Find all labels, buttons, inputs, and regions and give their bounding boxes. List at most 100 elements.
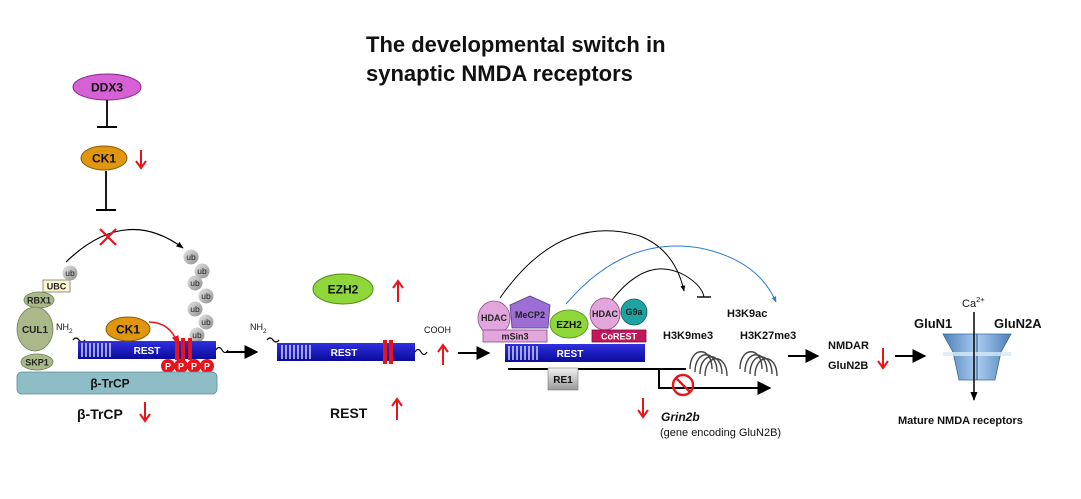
svg-text:ub: ub: [197, 266, 207, 276]
svg-text:ub: ub: [190, 278, 200, 288]
svg-text:ub: ub: [186, 252, 196, 262]
rest-stripes-2: [281, 345, 311, 359]
up-arrow-rest: [391, 397, 403, 420]
svg-text:EZH2: EZH2: [556, 320, 582, 331]
grin2b-label: Grin2b: [661, 410, 700, 424]
svg-text:ub: ub: [192, 330, 202, 340]
blocked-x-icon: [99, 228, 117, 246]
ddx3-label: DDX3: [91, 81, 123, 95]
phospho-p-circles: P P P P: [161, 359, 214, 373]
ubiquitin-chain: ub ub ub ub ub ub ub: [183, 249, 214, 343]
nh2-label-1: NH2: [56, 322, 73, 335]
title-line-2: synaptic NMDA receptors: [366, 61, 633, 86]
ck1-top-label: CK1: [92, 152, 116, 166]
rest-bar-2-label: REST: [331, 348, 358, 359]
h3k9ac-label: H3K9ac: [727, 308, 767, 320]
calcium-label: Ca2+: [962, 295, 985, 310]
transcription-arrow: [658, 369, 772, 395]
arc-mecp2-h3k9me3: [499, 230, 686, 299]
btrcp-bar-label: β-TrCP: [90, 377, 129, 391]
chromatin-coils: [689, 351, 778, 377]
glun2b-label: GluN2B: [828, 360, 868, 372]
btrcp-bar: [16, 371, 218, 395]
up-arrow-rest-bar: [437, 343, 449, 365]
red-degron-marks-1: [175, 338, 192, 360]
msin3-box: mSin3: [482, 329, 548, 343]
svg-text:HDAC: HDAC: [592, 309, 618, 319]
g9a-node: G9a: [620, 298, 648, 326]
svg-text:MeCP2: MeCP2: [515, 310, 545, 320]
arc-hdac-h3k9ac: [611, 268, 705, 301]
ub-on-ubc: ub: [62, 265, 78, 281]
ezh2-node-3: EZH2: [549, 309, 589, 339]
svg-text:ub: ub: [190, 304, 200, 314]
hdac-node-2: HDAC: [589, 297, 621, 331]
red-degron-marks-2: [383, 340, 393, 364]
rest-bar-2: [277, 343, 415, 361]
svg-text:P: P: [178, 362, 184, 372]
ezh2-label-2: EZH2: [328, 283, 359, 297]
svg-text:P: P: [204, 362, 210, 372]
rbx1-node: RBX1: [23, 291, 55, 309]
svg-text:SKP1: SKP1: [25, 358, 49, 368]
stage-4: NMDAR GluN2B Ca2+ GluN1 GluN2A Mature NM…: [828, 295, 1042, 427]
nh2-label-2: NH2: [250, 322, 267, 335]
down-arrow-grin2b: [637, 398, 649, 419]
arc-ezh2-h3k27me3-blue: [565, 245, 777, 305]
rest-stripes-3: [508, 346, 538, 360]
ubiquitin-transfer-arc: [65, 228, 184, 263]
svg-text:RBX1: RBX1: [27, 296, 51, 306]
ck1-bound-label: CK1: [116, 323, 140, 337]
svg-text:ub: ub: [201, 317, 211, 327]
rest-stripes-1: [81, 343, 111, 357]
svg-text:P: P: [191, 362, 197, 372]
h3k27me3-label: H3K27me3: [740, 330, 796, 342]
grin2b-description: (gene encoding GluN2B): [660, 427, 781, 439]
n-terminus-squiggle-2: [266, 337, 280, 343]
svg-text:ub: ub: [65, 268, 75, 278]
rest-label: REST: [330, 405, 368, 421]
stage-2: EZH2 NH2 REST COOH REST: [250, 273, 451, 421]
re1-box: RE1: [547, 367, 579, 391]
c-terminus-squiggle-2: [414, 348, 428, 356]
ck1-phosphorylation-arrow: [148, 321, 179, 345]
nmda-receptor-shape: [942, 333, 1012, 381]
cul1-node: CUL1: [16, 306, 54, 352]
svg-text:CoREST: CoREST: [601, 332, 638, 342]
svg-text:mSin3: mSin3: [501, 332, 528, 342]
down-arrow-nmdar: [877, 348, 889, 370]
btrcp-label: β-TrCP: [77, 406, 123, 422]
rest-bar-3-label: REST: [557, 349, 584, 360]
corest-box: CoREST: [591, 329, 647, 343]
title-line-1: The developmental switch in: [366, 32, 666, 57]
svg-text:UBC: UBC: [47, 282, 67, 292]
stage-3: HDAC MeCP2 mSin3 EZH2 HDAC G9a CoREST: [477, 230, 796, 439]
stage-1: DDX3 CK1 ub ub ub ub ub u: [16, 73, 229, 423]
glun1-label: GluN1: [914, 316, 952, 331]
glun2a-label: GluN2A: [994, 316, 1042, 331]
ezh2-node-2: [312, 273, 374, 305]
nmdar-label: NMDAR: [828, 340, 869, 352]
cooh-label: COOH: [424, 325, 451, 335]
mature-nmda-label: Mature NMDA receptors: [898, 415, 1023, 427]
down-arrow-ck1: [135, 150, 147, 170]
rest-bar-1-label: REST: [134, 346, 161, 357]
mecp2-node: MeCP2: [509, 295, 551, 329]
h3k9me3-label: H3K9me3: [663, 330, 713, 342]
up-arrow-ezh2: [392, 279, 404, 302]
down-arrow-btrcp: [139, 402, 151, 423]
ubc-box: UBC: [42, 279, 71, 293]
no-transcription-icon: [671, 373, 695, 397]
svg-text:G9a: G9a: [625, 307, 643, 317]
svg-text:RE1: RE1: [553, 375, 573, 386]
ck1-bound-node: [105, 316, 151, 342]
rest-bar-3: [505, 344, 645, 362]
svg-text:CUL1: CUL1: [22, 325, 49, 336]
svg-text:P: P: [165, 362, 171, 372]
svg-text:HDAC: HDAC: [481, 313, 507, 323]
ck1-top-node: [80, 145, 128, 171]
svg-text:ub: ub: [201, 291, 211, 301]
skp1-node: SKP1: [20, 353, 54, 371]
